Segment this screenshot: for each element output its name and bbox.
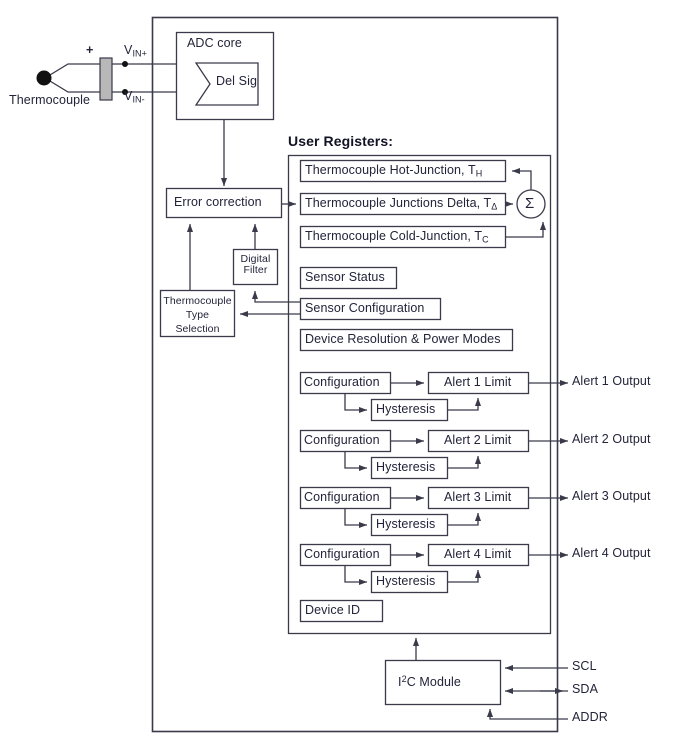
alert-2-configuration-label: Configuration: [304, 433, 380, 447]
alert-4-hysteresis-label: Hysteresis: [376, 574, 436, 588]
i2c-label-pre: I: [398, 674, 402, 689]
alert-1-hysteresis-to-limit-arrow: [447, 397, 482, 411]
vin-minus-base: V: [124, 89, 133, 103]
alert-1-config-to-hysteresis-arrow: [344, 393, 368, 414]
pin-label-scl: SCL: [572, 659, 597, 673]
thermocouple-type-selection-label: Thermocouple Type Selection: [160, 294, 235, 337]
alert-4-config-to-hysteresis-arrow: [344, 565, 368, 586]
addr-to-i2c-arrow: [486, 708, 568, 720]
junctions-delta-subscript: Δ: [491, 201, 498, 212]
pin-label-addr: ADDR: [572, 710, 608, 724]
register-box-sensor-status: [299, 266, 398, 290]
alert-2-output-label: Alert 2 Output: [572, 432, 651, 446]
register-box-device-resolution: [299, 328, 514, 352]
tc-type-line-1: Thermocouple: [163, 295, 232, 307]
vin-plus-node-dot: [122, 61, 128, 67]
alert-4-configuration-label: Configuration: [304, 547, 380, 561]
error-correction-label: Error correction: [174, 195, 262, 209]
vin-minus-subscript: IN-: [132, 94, 145, 105]
alert-4-limit-label: Alert 4 Limit: [444, 547, 512, 561]
i2c-label-post: C Module: [406, 674, 461, 689]
register-label-sensor-configuration: Sensor Configuration: [305, 301, 425, 315]
thermocouple-wire-lower: [44, 77, 105, 93]
register-box-sensor-configuration: [299, 297, 442, 321]
alert-3-config-to-hysteresis-arrow: [344, 508, 368, 529]
error-correction-box: [165, 187, 283, 219]
del-sig-shape: [194, 62, 259, 106]
alert-1-configuration-label: Configuration: [304, 375, 380, 389]
register-box-hot-junction: [299, 159, 507, 183]
chip-boundary: [151, 16, 559, 733]
register-box-device-id: [299, 599, 384, 623]
alert-3-configuration-label: Configuration: [304, 490, 380, 504]
tc-type-line-2: Type: [185, 309, 210, 322]
vin-minus-label: VIN-: [124, 89, 145, 105]
alert-1-limit-label: Alert 1 Limit: [444, 375, 512, 389]
alert-1-hysteresis-label: Hysteresis: [376, 402, 436, 416]
alert-3-output-label: Alert 3 Output: [572, 489, 651, 503]
digital-filter-label: Digital Filter: [233, 253, 278, 277]
alert-2-hysteresis-label: Hysteresis: [376, 460, 436, 474]
vin-plus-label: VIN+: [124, 43, 147, 59]
alert-3-limit-label: Alert 3 Limit: [444, 490, 512, 504]
thermocouple-junction-dot: [36, 70, 52, 86]
cold-junction-name: Thermocouple Cold-Junction, T: [305, 229, 483, 243]
alert-2-config-to-hysteresis-arrow: [344, 451, 368, 472]
vin-minus-node-dot: [122, 89, 128, 95]
register-label-device-resolution: Device Resolution & Power Modes: [305, 332, 501, 346]
digital-filter-line-1: Digital: [240, 253, 271, 265]
thermocouple-label: Thermocouple: [9, 93, 91, 107]
register-label-junctions-delta: Thermocouple Junctions Delta, TΔ: [305, 196, 498, 212]
junctions-delta-name: Thermocouple Junctions Delta, T: [305, 196, 492, 210]
del-sig-label: Del Sig: [216, 74, 257, 88]
thermocouple-connector-block: [99, 57, 113, 101]
sensor-config-to-digital-filter-arrow: [251, 290, 300, 303]
hot-junction-subscript: H: [475, 168, 483, 179]
vin-plus-subscript: IN+: [132, 48, 147, 59]
digital-filter-line-2: Filter: [243, 264, 268, 277]
cold-junction-subscript: C: [482, 234, 489, 245]
alert-4-output-label: Alert 4 Output: [572, 546, 651, 560]
cold-junction-to-sigma-arrow: [505, 221, 547, 238]
user-registers-container: [287, 154, 552, 635]
hot-junction-name: Thermocouple Hot-Junction, T: [305, 163, 476, 177]
user-registers-heading: User Registers:: [288, 133, 393, 149]
summation-symbol: Σ: [525, 195, 535, 212]
pin-label-sda: SDA: [572, 682, 599, 696]
i2c-label-superscript: 2: [401, 674, 407, 684]
alert-1-output-label: Alert 1 Output: [572, 374, 651, 388]
alert-3-hysteresis-label: Hysteresis: [376, 517, 436, 531]
adc-core-title: ADC core: [187, 36, 242, 50]
vin-plus-base: V: [124, 43, 133, 57]
tc-type-line-3: Selection: [175, 323, 220, 336]
register-label-hot-junction: Thermocouple Hot-Junction, TH: [305, 163, 483, 179]
alert-2-limit-label: Alert 2 Limit: [444, 433, 512, 447]
sigma-to-hot-junction-arrow: [511, 167, 532, 190]
i2c-module-box: [384, 659, 502, 706]
register-label-device-id: Device ID: [305, 603, 361, 617]
polarity-plus-label: +: [86, 43, 94, 57]
thermocouple-type-selection-box: [159, 289, 236, 338]
register-label-cold-junction: Thermocouple Cold-Junction, TC: [305, 229, 489, 245]
thermocouple-wire-upper: [44, 63, 105, 79]
i2c-module-label: I2C Module: [398, 674, 461, 689]
register-label-sensor-status: Sensor Status: [305, 270, 385, 284]
alert-2-hysteresis-to-limit-arrow: [447, 455, 482, 469]
digital-filter-box: [232, 248, 279, 286]
alert-4-hysteresis-to-limit-arrow: [447, 569, 482, 583]
alert-3-hysteresis-to-limit-arrow: [447, 512, 482, 526]
